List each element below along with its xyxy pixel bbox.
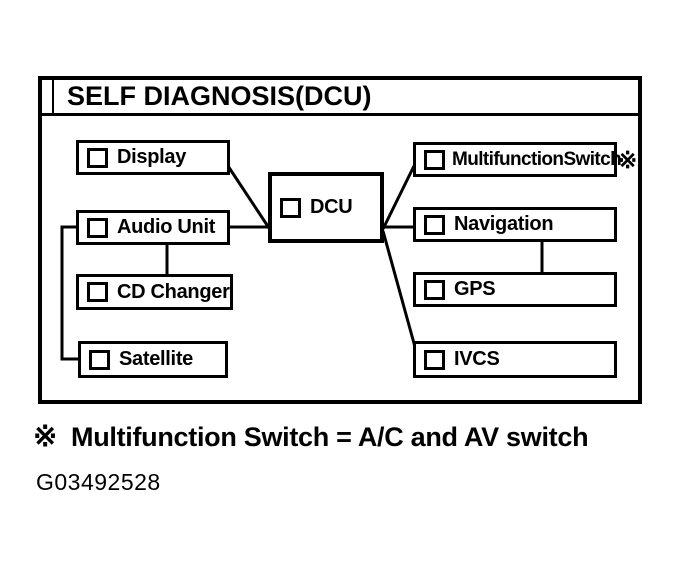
node-navigation: Navigation bbox=[413, 207, 617, 242]
node-label: Satellite bbox=[119, 348, 193, 370]
node-label: Audio Unit bbox=[117, 216, 216, 238]
checkbox-icon bbox=[89, 349, 110, 370]
edge-display-dcu bbox=[226, 165, 271, 229]
footnote-reference-mark-icon: ※ bbox=[33, 421, 57, 453]
checkbox-icon bbox=[87, 147, 108, 168]
node-label: CD Changer bbox=[117, 280, 230, 303]
node-dcu: DCU bbox=[268, 172, 384, 243]
node-satellite: Satellite bbox=[78, 341, 228, 378]
node-label: DCU bbox=[310, 196, 353, 218]
diagram-frame: SELF DIAGNOSIS(DCU) bbox=[38, 76, 642, 404]
edge-audio-satellite-bracket bbox=[60, 225, 78, 361]
node-label: MultifunctionSwitch bbox=[452, 148, 622, 170]
title-bar: SELF DIAGNOSIS(DCU) bbox=[42, 80, 638, 116]
node-ivcs: IVCS bbox=[413, 341, 617, 378]
checkbox-icon bbox=[424, 149, 445, 170]
node-multifunction-switch: MultifunctionSwitch bbox=[413, 142, 622, 177]
node-audio-unit: Audio Unit bbox=[76, 210, 230, 245]
checkbox-icon bbox=[280, 197, 301, 218]
title-bar-spine bbox=[52, 80, 54, 113]
node-label: Display bbox=[117, 146, 187, 168]
node-label: Navigation bbox=[454, 213, 554, 235]
node-display: Display bbox=[76, 140, 230, 175]
footnote: ※ Multifunction Switch = A/C and AV switc… bbox=[33, 419, 589, 454]
checkbox-icon bbox=[87, 217, 108, 238]
checkbox-icon bbox=[424, 279, 445, 300]
checkbox-icon bbox=[424, 214, 445, 235]
reference-mark-icon: ※ bbox=[618, 147, 638, 173]
edge-dcu-mfs bbox=[381, 165, 416, 230]
node-label: IVCS bbox=[454, 348, 500, 370]
node-gps: GPS bbox=[413, 272, 617, 307]
edge-dcu-ivcs bbox=[381, 230, 417, 348]
checkbox-icon bbox=[424, 349, 445, 370]
node-cd-changer: CD Changer bbox=[76, 274, 233, 310]
figure-id: G03492528 bbox=[36, 469, 161, 495]
footnote-text: Multifunction Switch = A/C and AV switch bbox=[71, 422, 589, 452]
diagram-title: SELF DIAGNOSIS(DCU) bbox=[67, 81, 372, 111]
node-label: GPS bbox=[454, 278, 496, 300]
checkbox-icon bbox=[87, 282, 108, 302]
